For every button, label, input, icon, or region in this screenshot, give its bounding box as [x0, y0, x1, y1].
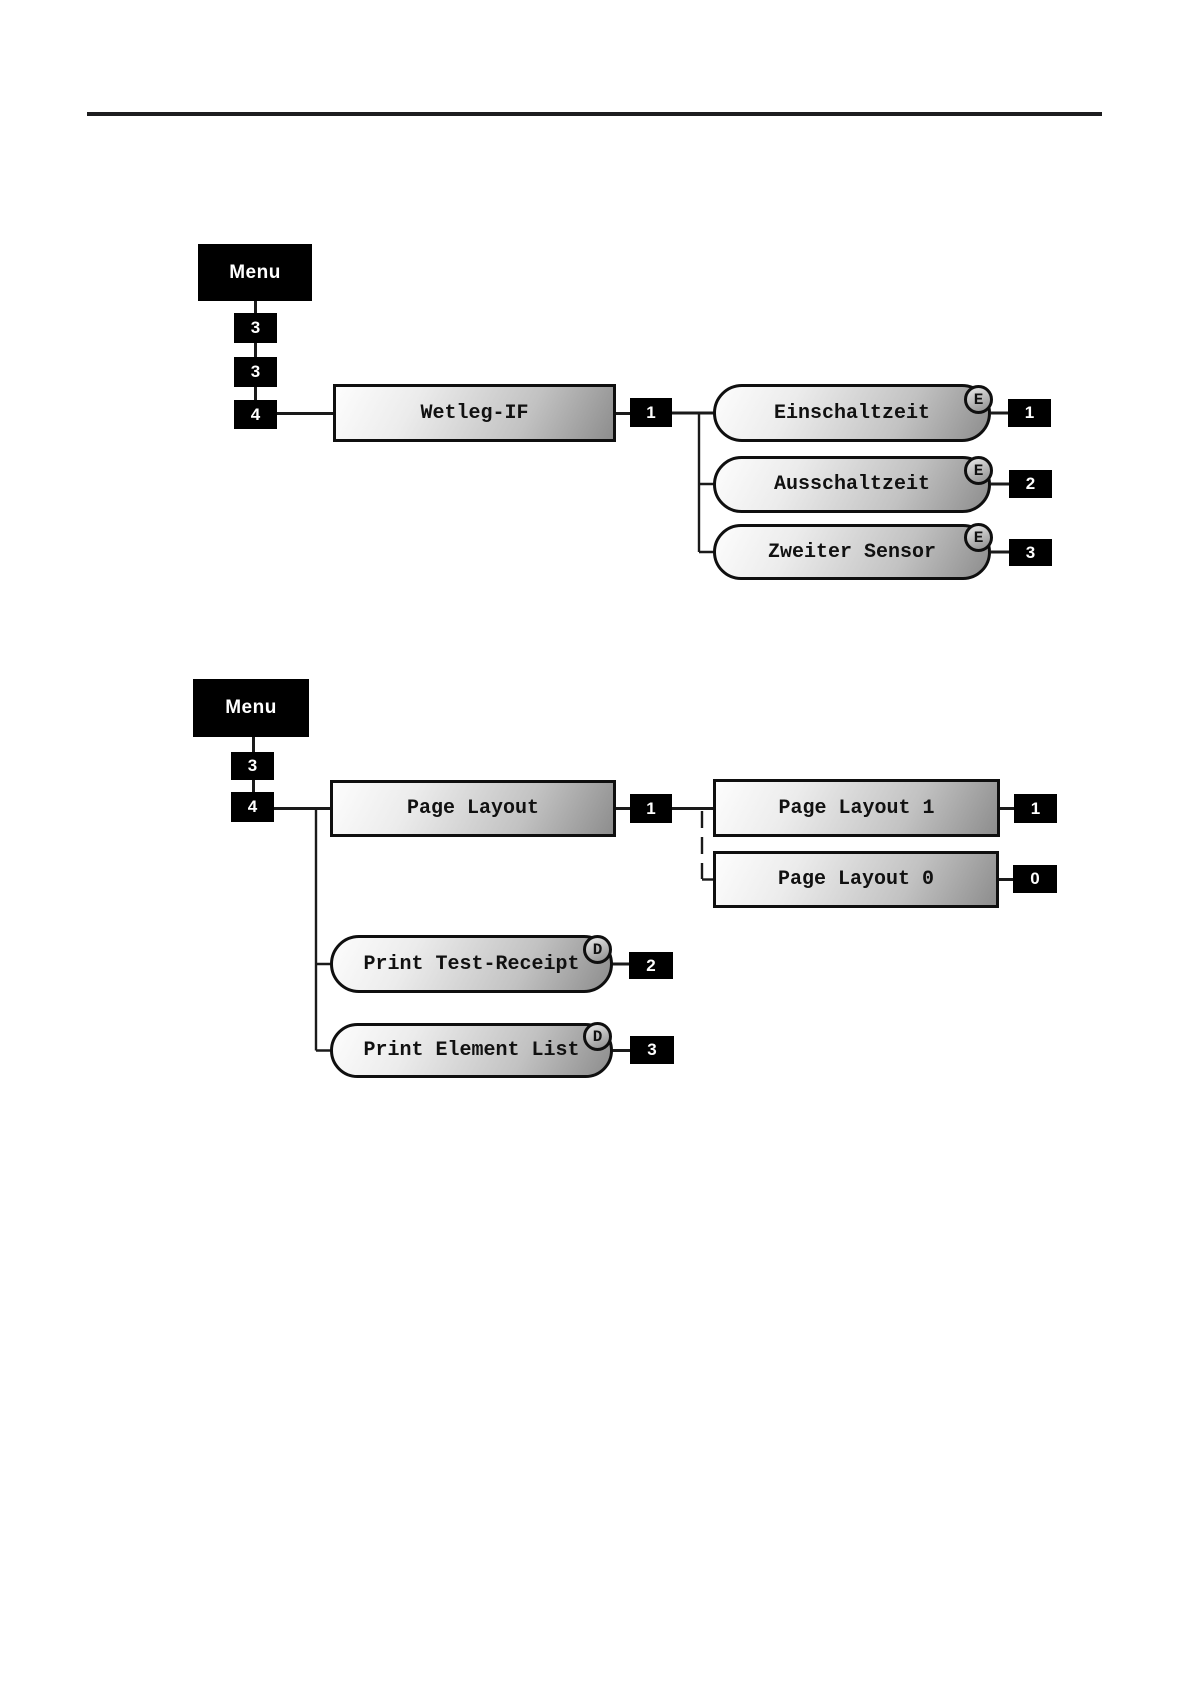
key-badge: 2 — [1009, 470, 1052, 498]
key-badge: 4 — [234, 400, 277, 429]
direct-badge-icon: D — [583, 935, 612, 964]
key-label: 1 — [646, 402, 656, 422]
submenu-item-box: Print Test-Receipt D — [330, 935, 613, 993]
key-badge: 1 — [1008, 399, 1051, 427]
key-badge: 3 — [234, 313, 277, 343]
key-label: 1 — [1030, 798, 1041, 818]
submenu-item-label: Einschaltzeit — [773, 401, 931, 425]
key-label: 2 — [646, 955, 656, 975]
key-badge: 1 — [630, 398, 672, 427]
key-badge: 1 — [630, 794, 672, 823]
submenu-item-box: Zweiter Sensor E — [713, 523, 993, 580]
submenu-item-label: Print Element List — [363, 1039, 580, 1062]
menu-label: Menu — [225, 697, 277, 718]
option-item-label: Page Layout 1 — [778, 796, 935, 820]
submenu-item-box: Ausschaltzeit E — [713, 456, 993, 513]
menu-item-box: Page Layout — [330, 780, 616, 837]
key-badge: 4 — [231, 792, 274, 822]
option-item-box: Page Layout 0 — [713, 851, 999, 908]
menu-item-box: Wetleg-IF — [333, 384, 616, 442]
submenu-item-label: Print Test-Receipt — [363, 952, 580, 976]
key-badge: 3 — [630, 1036, 674, 1064]
key-label: 3 — [250, 318, 261, 337]
menu-item-label: Page Layout — [406, 797, 540, 820]
submenu-item-label: Ausschaltzeit — [773, 473, 931, 496]
enter-badge-icon: E — [964, 385, 993, 414]
key-label: 2 — [1025, 474, 1036, 493]
key-label: 3 — [647, 1040, 657, 1059]
enter-badge-icon: E — [964, 456, 993, 485]
key-label: 1 — [646, 798, 656, 818]
submenu-item-box: Einschaltzeit E — [713, 384, 993, 442]
option-item-label: Page Layout 0 — [777, 868, 935, 891]
menu-node: Menu — [193, 679, 309, 737]
menu-item-label: Wetleg-IF — [420, 401, 529, 425]
menu-node: Menu — [198, 244, 312, 301]
direct-badge-icon: D — [583, 1022, 612, 1051]
enter-badge-icon: E — [964, 523, 993, 552]
menu-label: Menu — [229, 261, 281, 283]
key-label: 1 — [1024, 403, 1035, 422]
key-badge: 0 — [1013, 865, 1057, 893]
key-badge: 2 — [629, 952, 673, 979]
key-label: 3 — [1025, 542, 1036, 562]
key-label: 4 — [247, 797, 258, 816]
option-item-box: Page Layout 1 — [713, 779, 1000, 837]
key-label: 3 — [250, 362, 261, 381]
key-badge: 1 — [1014, 794, 1057, 823]
key-label: 3 — [247, 756, 258, 775]
horizontal-rule — [87, 112, 1102, 116]
submenu-item-box: Print Element List D — [330, 1022, 613, 1078]
key-label: 0 — [1030, 869, 1040, 888]
submenu-item-label: Zweiter Sensor — [767, 540, 937, 564]
key-badge: 3 — [234, 357, 277, 387]
key-badge: 3 — [231, 752, 274, 780]
key-label: 4 — [250, 404, 261, 424]
key-badge: 3 — [1009, 539, 1052, 566]
